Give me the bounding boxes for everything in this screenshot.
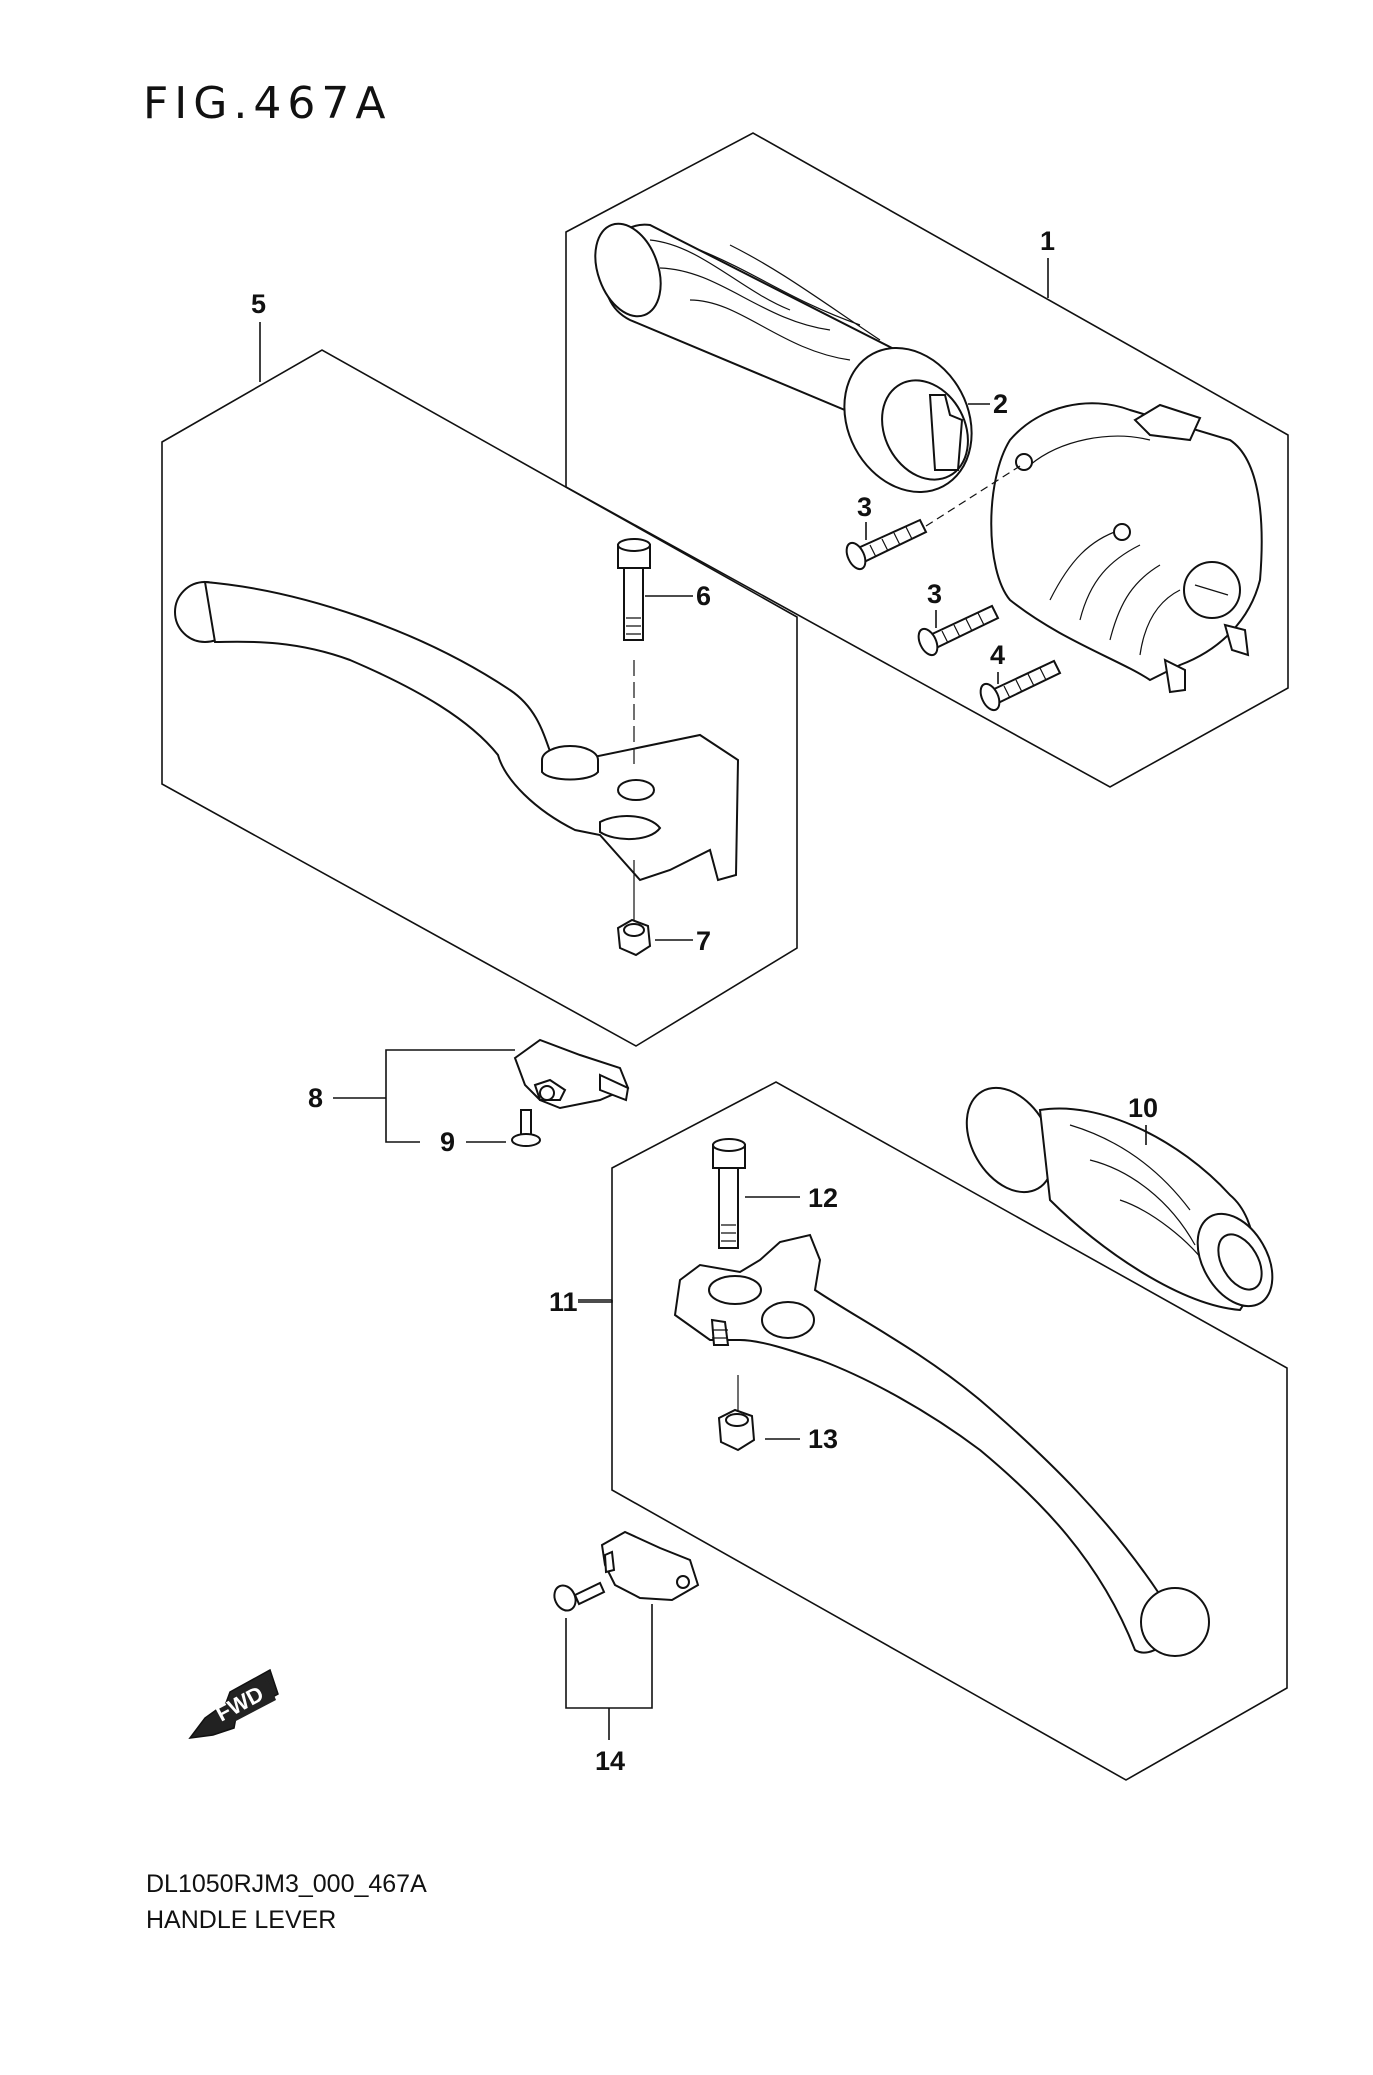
group-box-5 xyxy=(161,349,798,1047)
clutch-switch-14 xyxy=(600,1530,700,1602)
group-box-11 xyxy=(611,1081,1288,1781)
callout-3-upper: 3 xyxy=(857,492,872,522)
nut-7 xyxy=(616,918,652,957)
figure-code: DL1050RJM3_000_467A xyxy=(146,1870,427,1898)
switch-housing xyxy=(990,402,1263,694)
screw-3-lower xyxy=(917,604,1000,657)
callout-3-lower: 3 xyxy=(927,579,942,609)
screw-4 xyxy=(979,659,1062,712)
throttle-grip xyxy=(594,222,973,493)
left-grip-10 xyxy=(965,1086,1274,1312)
callout-8: 8 xyxy=(308,1083,323,1113)
callout-6: 6 xyxy=(696,581,711,611)
callout-9: 9 xyxy=(440,1127,455,1157)
screw-9 xyxy=(511,1109,541,1147)
callout-2: 2 xyxy=(993,389,1008,419)
front-brake-switch-8 xyxy=(513,1038,630,1110)
pivot-bolt-12 xyxy=(712,1138,746,1249)
callout-4: 4 xyxy=(990,640,1005,670)
callout-1: 1 xyxy=(1040,226,1055,256)
brake-lever xyxy=(174,580,740,882)
callout-10: 10 xyxy=(1128,1093,1158,1123)
callout-5: 5 xyxy=(251,289,266,319)
nut-13 xyxy=(717,1408,756,1452)
callout-7: 7 xyxy=(696,926,711,956)
callout-13: 13 xyxy=(808,1424,838,1454)
fwd-arrow-icon: FWD xyxy=(188,1668,279,1739)
pivot-bolt-6 xyxy=(617,538,651,641)
callout-11: 11 xyxy=(549,1287,578,1317)
figure-name: HANDLE LEVER xyxy=(146,1906,337,1934)
screw-3-upper xyxy=(845,518,928,571)
screw-14 xyxy=(553,1581,606,1612)
callout-14: 14 xyxy=(595,1746,625,1776)
clutch-lever xyxy=(673,1233,1210,1657)
figure-title: FIG.467A xyxy=(143,78,392,129)
callout-12: 12 xyxy=(808,1183,838,1213)
